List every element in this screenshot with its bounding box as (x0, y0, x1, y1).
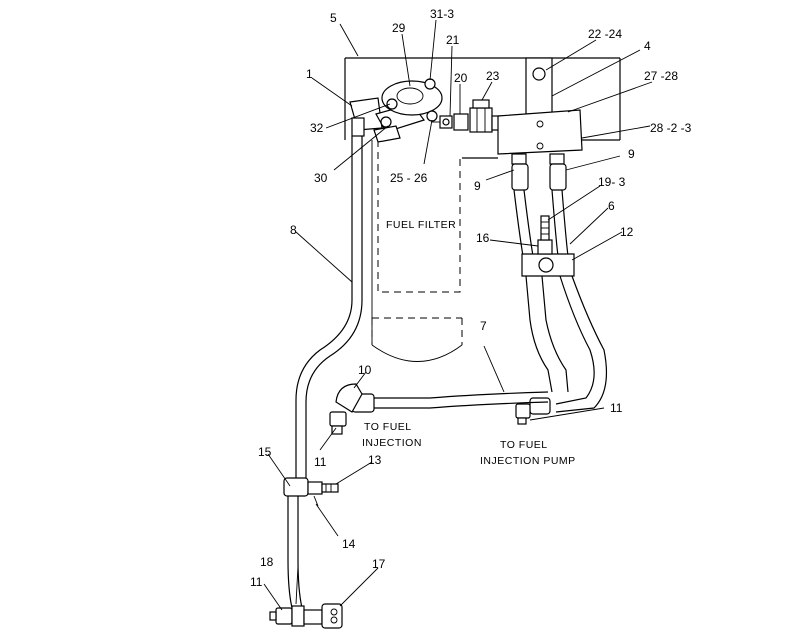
callout-18: 18 (260, 555, 274, 569)
callout-8: 8 (290, 223, 297, 237)
text-labels: FUEL FILTER TO FUEL INJECTION TO FUEL IN… (362, 219, 576, 467)
callout-16: 16 (476, 231, 490, 245)
callout-14: 14 (342, 537, 356, 551)
callout-25-26: 25 - 26 (390, 171, 428, 185)
callout-30: 30 (314, 171, 328, 185)
callout-11-mid: 11 (314, 455, 327, 469)
to-fuel-injection-line2: INJECTION (362, 437, 422, 449)
callout-27-28: 27 -28 (644, 69, 678, 83)
to-fuel-injection-pump-line1: TO FUEL (500, 439, 548, 451)
lines-to-pump (515, 275, 607, 425)
callout-1: 1 (306, 67, 313, 81)
callout-12: 12 (620, 225, 634, 239)
callout-7: 7 (480, 319, 487, 333)
to-fuel-injection-pump-line2: INJECTION PUMP (480, 455, 576, 467)
callout-20: 20 (454, 71, 468, 85)
callout-11-bottom: 11 (250, 575, 263, 589)
callout-9-left: 9 (474, 179, 481, 193)
callout-29: 29 (392, 21, 406, 35)
callout-17: 17 (372, 557, 386, 571)
clamp-assembly (283, 477, 339, 507)
callout-10: 10 (358, 363, 372, 377)
hoses-9 (511, 163, 569, 269)
fuel-filter-label: FUEL FILTER (386, 219, 456, 231)
fuel-filter-outline (371, 140, 463, 362)
leader-lines (263, 19, 653, 611)
line-7 (329, 383, 549, 435)
tee-assembly (521, 215, 575, 277)
to-fuel-injection-line1: TO FUEL (364, 421, 412, 433)
callout-9-right: 9 (628, 147, 635, 161)
filter-base-assembly (349, 78, 443, 143)
callout-32: 32 (310, 121, 324, 135)
callout-31-3: 31-3 (430, 7, 454, 21)
callout-5: 5 (330, 11, 337, 25)
callout-13: 13 (368, 453, 382, 467)
callout-6: 6 (608, 199, 615, 213)
line-8 (287, 136, 363, 609)
callout-28-2-3: 28 -2 -3 (650, 121, 692, 135)
callout-23: 23 (486, 69, 500, 83)
callout-19-3: 19- 3 (598, 175, 626, 189)
callout-11-right: 11 (610, 401, 623, 415)
callout-15: 15 (258, 445, 272, 459)
callout-21: 21 (446, 33, 460, 47)
callout-4: 4 (644, 39, 651, 53)
bottom-fittings (269, 603, 343, 629)
valve-block (497, 57, 583, 165)
callout-22-24: 22 -24 (588, 27, 622, 41)
callouts: 5 29 31-3 21 22 -24 4 20 23 27 -28 1 32 … (250, 7, 692, 589)
fitting-row (432, 99, 501, 133)
